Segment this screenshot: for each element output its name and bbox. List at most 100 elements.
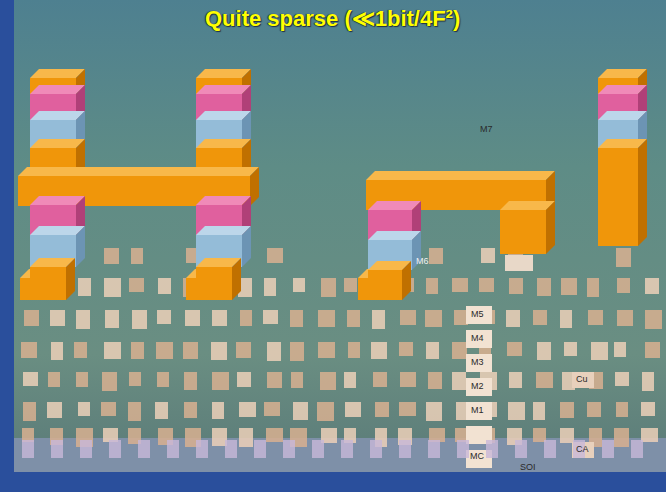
layer-label: M6: [416, 256, 429, 266]
metal-pad: [263, 310, 278, 324]
metal-pad: [78, 402, 90, 416]
metal-pad: [375, 402, 389, 417]
contact-pad: [457, 440, 469, 458]
metal-pad: [320, 372, 336, 390]
via-pad: [466, 354, 492, 372]
metal-pad: [347, 310, 360, 327]
metal-pad: [533, 402, 545, 420]
metal-pad: [129, 278, 144, 292]
crossbar-blocks: [18, 69, 647, 300]
contact-pad: [138, 440, 150, 458]
metal-pad: [508, 402, 525, 420]
metal-pad: [318, 310, 335, 327]
contact-pad: [428, 440, 440, 458]
metal-pad: [267, 248, 283, 263]
metal-pad: [74, 342, 87, 358]
metal-pad: [101, 402, 116, 416]
metal-pad: [211, 342, 227, 360]
contact-pad: [196, 440, 208, 458]
metal-pad: [78, 278, 91, 296]
block-side: [546, 201, 555, 254]
block-front: [30, 235, 76, 267]
block-top: [196, 139, 251, 148]
block-top: [368, 231, 421, 240]
layer-label: SOI: [520, 462, 536, 472]
contact-pad: [631, 440, 643, 458]
metal-pad: [506, 310, 520, 327]
contact-pad: [80, 440, 92, 458]
block-front: [186, 278, 232, 300]
metal-pad: [155, 402, 168, 419]
contact-pad: [51, 440, 63, 458]
metal-pad: [452, 342, 467, 359]
block-side: [232, 258, 241, 279]
metal-pad: [564, 342, 577, 356]
metal-pad: [614, 342, 626, 357]
metal-pad: [104, 342, 121, 359]
contact-pad: [283, 440, 295, 458]
metal-pad: [157, 310, 171, 324]
metal-pad: [48, 372, 60, 387]
metal-pad: [212, 372, 229, 390]
metal-pad: [429, 428, 445, 442]
block-front: [368, 270, 402, 280]
metal-pad: [317, 402, 334, 421]
metal-pad: [212, 428, 227, 446]
metal-pad: [426, 278, 438, 294]
metal-pad: [645, 278, 659, 294]
block-side: [402, 261, 411, 280]
metal-pad: [184, 402, 197, 418]
metal-pad: [587, 278, 599, 297]
metal-pad: [344, 278, 357, 292]
metal-pad: [131, 342, 144, 359]
via-pad: [466, 330, 492, 348]
metal-pad: [103, 428, 118, 442]
metal-pad: [76, 310, 90, 329]
layer-label: Cu: [576, 374, 588, 384]
block-front: [20, 278, 66, 300]
metal-pad: [267, 372, 282, 388]
metal-pad: [158, 278, 171, 294]
metal-pad: [129, 372, 141, 386]
layer-label: M5: [471, 309, 484, 319]
metal-pad: [509, 278, 523, 294]
via-pad: [466, 402, 492, 420]
metal-pad: [105, 310, 119, 328]
metal-pad: [237, 372, 251, 387]
block-front: [196, 267, 232, 279]
metal-pad: [267, 342, 281, 361]
metal-pad: [645, 342, 660, 358]
contact-pad: [602, 440, 614, 458]
block-front: [368, 240, 412, 270]
metal-pad: [617, 310, 633, 326]
metal-pad: [290, 342, 304, 361]
via-pad: [505, 255, 533, 271]
metal-pad: [321, 278, 336, 297]
metal-pad: [21, 342, 37, 358]
metal-pad: [24, 310, 39, 326]
metal-pad: [533, 310, 547, 325]
block-front: [500, 210, 546, 254]
contact-pad: [167, 440, 179, 458]
metal-pad: [452, 278, 468, 292]
block-side: [638, 139, 647, 246]
slide-title: Quite sparse (≪1bit/4F²): [205, 6, 460, 32]
metal-pad: [537, 342, 551, 360]
block-front: [18, 176, 250, 206]
via-pad: [466, 306, 492, 324]
block-side: [242, 226, 251, 267]
layer-label: MC: [470, 451, 484, 461]
metal-pad: [318, 342, 335, 358]
layer-label: M7: [480, 124, 493, 134]
metal-pad: [507, 342, 522, 356]
metal-pad: [426, 402, 442, 421]
metal-pad: [454, 310, 468, 325]
metal-pad: [588, 310, 603, 325]
metal-pad: [131, 248, 143, 264]
metal-pad: [399, 402, 416, 416]
block-top: [196, 85, 251, 94]
metal-pad: [452, 372, 466, 390]
block-top: [30, 196, 85, 205]
metal-pad: [156, 342, 173, 359]
metal-pad: [645, 310, 662, 329]
